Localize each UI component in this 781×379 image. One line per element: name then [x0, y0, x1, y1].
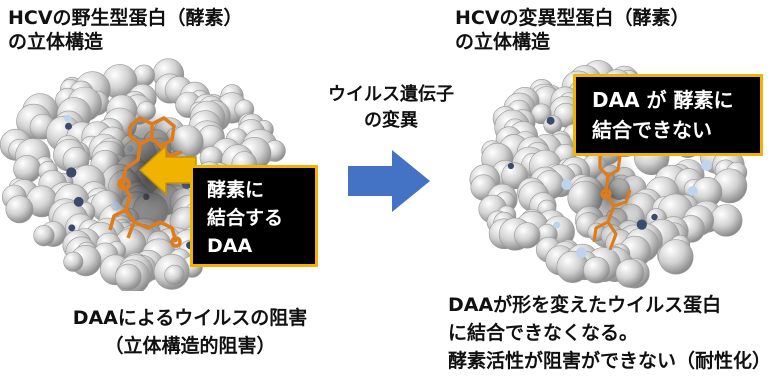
- protein-atom-sphere: [636, 219, 647, 230]
- inhibition-caption: DAAによるウイルスの阻害 （立体構造的阻害）: [40, 304, 340, 360]
- inhibition-caption-line1: DAAによるウイルスの阻害: [72, 307, 308, 329]
- callout-line: 酵素に: [207, 179, 265, 201]
- protein-atom-sphere: [615, 258, 645, 288]
- protein-atom-sphere: [73, 196, 84, 207]
- protein-atom-sphere: [33, 225, 55, 247]
- protein-atom-sphere: [164, 264, 185, 286]
- mutation-label-line2: の変異: [364, 110, 418, 131]
- inhibition-caption-line2: （立体構造的阻害）: [104, 335, 276, 357]
- protein-atom-sphere: [65, 122, 72, 130]
- resistance-caption: DAAが形を変えたウイルス蛋白 に結合できなくなる。 酵素活性が阻害ができない（…: [448, 291, 771, 375]
- callout-line: 結合する: [207, 207, 284, 229]
- protein-atom-sphere: [66, 167, 77, 178]
- mutant-title-line1: HCVの変異型蛋白（酵素）: [455, 7, 690, 29]
- protein-atom-sphere: [701, 160, 712, 171]
- mutation-label: ウイルス遺伝子 の変異: [315, 82, 467, 134]
- resistance-caption-line2: に結合できなくなる。: [448, 322, 639, 344]
- callout-line: DAA が 酵素に: [592, 88, 734, 112]
- protein-atom-sphere: [514, 222, 541, 249]
- resistance-caption-line1: DAAが形を変えたウイルス蛋白: [448, 294, 722, 316]
- protein-atom-sphere: [575, 247, 587, 258]
- mutant-title-line2: の立体構造: [455, 31, 551, 53]
- drug-binds-callout: 酵素に 結合する DAA: [190, 165, 318, 267]
- protein-atom-sphere: [710, 204, 743, 237]
- mutation-label-line1: ウイルス遺伝子: [328, 84, 454, 105]
- protein-atom-sphere: [68, 224, 76, 232]
- protein-atom-sphere: [507, 162, 514, 170]
- callout-line: 結合できない: [592, 118, 712, 142]
- protein-atom-sphere: [553, 221, 561, 229]
- callout-line: DAA: [207, 235, 253, 257]
- protein-atom-sphere: [651, 213, 658, 221]
- mutant-title: HCVの変異型蛋白（酵素） の立体構造: [455, 6, 690, 54]
- protein-atom-sphere: [658, 239, 694, 275]
- protein-atom-sphere: [583, 256, 610, 284]
- right-arrow-icon: [348, 150, 430, 212]
- resistance-caption-line3: 酵素活性が阻害ができない（耐性化）: [448, 350, 772, 372]
- protein-atom-sphere: [687, 186, 698, 196]
- protein-atom-sphere: [546, 116, 555, 125]
- wild-type-title: HCVの野生型蛋白（酵素） の立体構造: [8, 6, 243, 54]
- protein-atom-sphere: [63, 251, 84, 272]
- daa-molecule: [108, 116, 183, 248]
- drug-cannot-bind-callout: DAA が 酵素に 結合できない: [573, 74, 763, 156]
- protein-atom-sphere: [561, 179, 573, 190]
- wild-type-title-line1: HCVの野生型蛋白（酵素）: [8, 7, 243, 29]
- wild-type-title-line2: の立体構造: [8, 31, 104, 53]
- protein-atom-sphere: [115, 263, 142, 291]
- protein-atom-sphere: [64, 114, 72, 122]
- protein-atom-sphere: [5, 195, 34, 224]
